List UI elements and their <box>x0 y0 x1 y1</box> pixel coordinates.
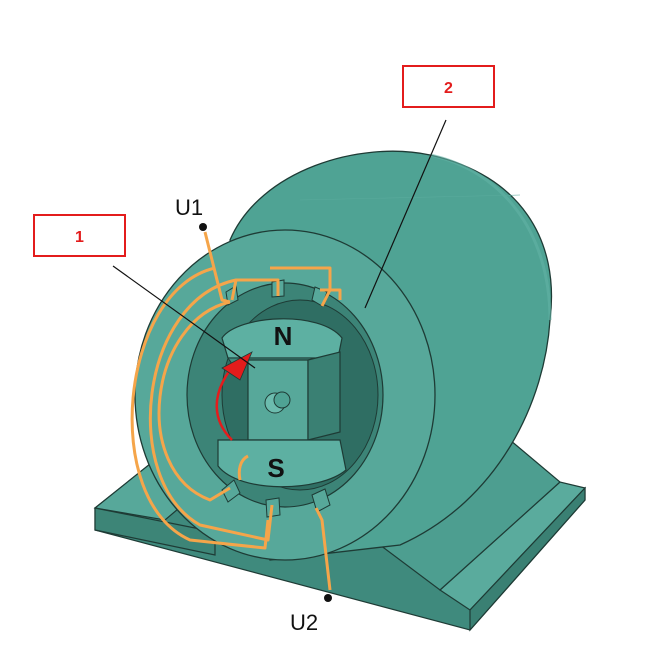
rotation-arrow <box>215 351 253 441</box>
callout-1: 1 <box>33 214 126 257</box>
callout-2: 2 <box>402 65 495 108</box>
north-pole-label: N <box>274 321 293 351</box>
rotor <box>217 318 347 488</box>
terminal-leads <box>199 223 332 602</box>
u2-label: U2 <box>290 610 318 635</box>
callout-2-text: 2 <box>444 80 453 97</box>
callout-1-text: 1 <box>75 229 84 246</box>
callout-2-leader <box>364 119 447 309</box>
u1-terminal-dot <box>199 223 207 231</box>
callout-1-leader <box>112 265 256 369</box>
u2-terminal-dot <box>324 594 332 602</box>
u1-label: U1 <box>175 195 203 220</box>
south-pole-label: S <box>267 453 284 483</box>
stator-winding <box>130 231 342 591</box>
